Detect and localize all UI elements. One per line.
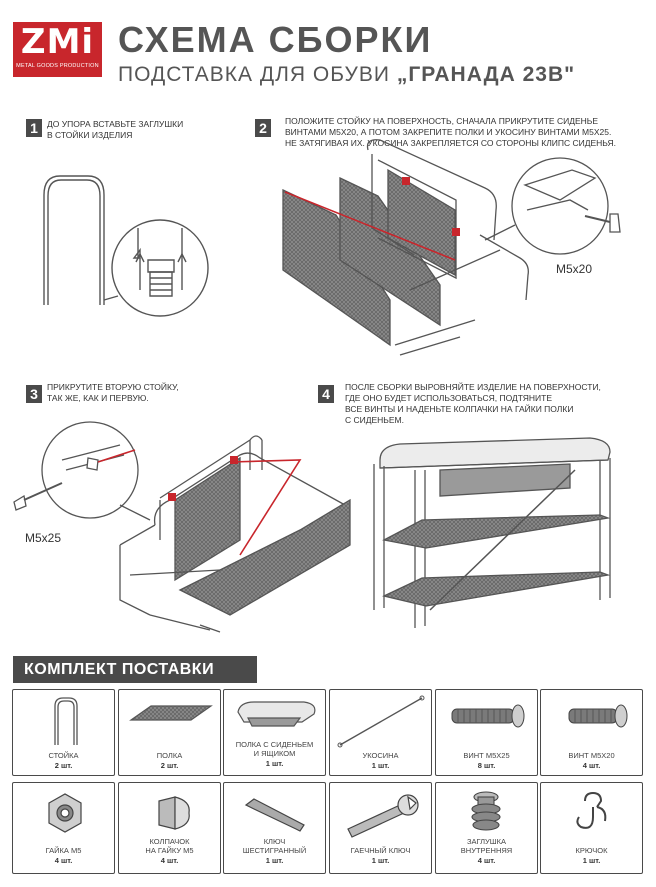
kit-item-label: ГАЙКА М5 <box>45 846 82 855</box>
seat-shelf-icon <box>237 701 316 727</box>
kit-item-label: ПОЛКА <box>156 751 183 760</box>
subtitle-product: „ГРАНАДА 23В" <box>396 63 576 86</box>
kit-item-label: УКОСИНА <box>362 751 399 760</box>
kit-item-label: ВИНТ М5х25 <box>463 751 510 760</box>
brand-logo: ZMi METAL GOODS PRODUCTION <box>13 22 102 77</box>
kit-item-wrench: ГАЕЧНЫЙ КЛЮЧ 1 шт. <box>329 782 432 874</box>
kit-item-label: КЛЮЧ <box>263 837 286 846</box>
kit-item-qty: 4 шт. <box>54 856 73 865</box>
step-1-text: ДО УПОРА ВСТАВЬТЕ ЗАГЛУШКИ В СТОЙКИ ИЗДЕ… <box>47 119 183 141</box>
kit-item-label: ВИНТ М5х20 <box>568 751 615 760</box>
step-2-line: ВИНТАМИ М5х20, А ПОТОМ ЗАКРЕПИТЕ ПОЛКИ И… <box>285 127 612 137</box>
kit-item-qty: 1 шт. <box>265 856 284 865</box>
kit-item-qty: 2 шт. <box>160 761 179 770</box>
kit-item-label: СТОЙКА <box>48 751 79 760</box>
kit-item-label: ПОЛКА С СИДЕНЬЕМ <box>235 740 314 749</box>
kit-item-qty: 1 шт. <box>371 856 390 865</box>
brace-icon <box>337 695 425 748</box>
nut-icon <box>48 793 82 833</box>
step-2-number: 2 <box>255 119 271 137</box>
kit-item-hook: КРЮЧОК 1 шт. <box>540 782 643 874</box>
hex-key-icon <box>244 798 305 832</box>
cap-icon <box>158 796 190 830</box>
step-1-line: ДО УПОРА ВСТАВЬТЕ ЗАГЛУШКИ <box>47 119 184 129</box>
step-2-text: ПОЛОЖИТЕ СТОЙКУ НА ПОВЕРХНОСТЬ, СНАЧАЛА … <box>285 116 616 149</box>
kit-item-shelf: ПОЛКА 2 шт. <box>118 689 221 776</box>
kit-item-brace: УКОСИНА 1 шт. <box>329 689 432 776</box>
step-3-text: ПРИКРУТИТЕ ВТОРУЮ СТОЙКУ, ТАК ЖЕ, КАК И … <box>47 382 179 404</box>
kit-item-seat-shelf: ПОЛКА С СИДЕНЬЕМ И ЯЩИКОМ 1 шт. <box>223 689 326 776</box>
kit-item-qty: 4 шт. <box>477 856 496 865</box>
logo-tagline: METAL GOODS PRODUCTION <box>16 63 99 69</box>
kit-item-plug: ЗАГЛУШКА ВНУТРЕННЯЯ 4 шт. <box>435 782 538 874</box>
subtitle-prefix: ПОДСТАВКА ДЛЯ ОБУВИ <box>118 63 390 86</box>
kit-item-label: ГАЕЧНЫЙ КЛЮЧ <box>350 846 411 855</box>
step-3-line: ПРИКРУТИТЕ ВТОРУЮ СТОЙКУ, <box>47 382 179 392</box>
logo-brand: ZMi <box>20 22 95 62</box>
step-4-number: 4 <box>318 385 334 403</box>
kit-item-hex-key: КЛЮЧ ШЕСТИГРАННЫЙ 1 шт. <box>223 782 326 874</box>
hook-icon <box>576 791 607 829</box>
screw-long-icon <box>451 704 525 728</box>
kit-item-label: ШЕСТИГРАННЫЙ <box>242 846 307 855</box>
step-2-line: ПОЛОЖИТЕ СТОЙКУ НА ПОВЕРХНОСТЬ, СНАЧАЛА … <box>285 116 599 126</box>
kit-item-cap: КОЛПАЧОК НА ГАЙКУ М5 4 шт. <box>118 782 221 874</box>
kit-title: КОМПЛЕКТ ПОСТАВКИ <box>13 656 257 683</box>
wrench-icon <box>347 794 419 838</box>
kit-item-qty: 8 шт. <box>477 761 496 770</box>
kit-item-label: КРЮЧОК <box>575 846 608 855</box>
kit-item-qty: 4 шт. <box>582 761 601 770</box>
kit-item-nut: ГАЙКА М5 4 шт. <box>12 782 115 874</box>
kit-item-label: И ЯЩИКОМ <box>253 749 296 758</box>
step-3-number: 3 <box>26 385 42 403</box>
step-3-line: ТАК ЖЕ, КАК И ПЕРВУЮ. <box>47 393 149 403</box>
kit-item-qty: 2 шт. <box>54 761 73 770</box>
kit-item-qty: 1 шт. <box>582 856 601 865</box>
step-1-line: В СТОЙКИ ИЗДЕЛИЯ <box>47 130 133 140</box>
step-2-line: НЕ ЗАТЯГИВАЯ ИХ. УКОСИНА ЗАКРЕПЛЯЕТСЯ СО… <box>285 138 617 148</box>
screw-short-icon <box>568 704 628 728</box>
kit-item-qty: 1 шт. <box>265 759 284 768</box>
kit-item-screw-short: ВИНТ М5х20 4 шт. <box>540 689 643 776</box>
kit-item-qty: 1 шт. <box>371 761 390 770</box>
step-4-line: С СИДЕНЬЕМ. <box>345 415 405 425</box>
page-title: СХЕМА СБОРКИ <box>118 19 433 60</box>
step-2-screw-label: M5x20 <box>556 262 593 276</box>
kit-item-label: НА ГАЙКУ М5 <box>145 846 194 855</box>
kit-item-screw-long: ВИНТ М5х25 8 шт. <box>435 689 538 776</box>
post-icon <box>54 697 78 745</box>
page-subtitle: ПОДСТАВКА ДЛЯ ОБУВИ „ГРАНАДА 23В" <box>118 62 575 88</box>
kit-item-label: КОЛПАЧОК <box>149 837 190 846</box>
kit-item-qty: 4 шт. <box>160 856 179 865</box>
kit-item-label: ВНУТРЕННЯЯ <box>460 846 513 855</box>
step-4-line: ВСЕ ВИНТЫ И НАДЕНЬТЕ КОЛПАЧКИ НА ГАЙКИ П… <box>345 404 574 414</box>
plug-icon <box>471 791 501 831</box>
kit-item-label: ЗАГЛУШКА <box>466 837 507 846</box>
step-1-number: 1 <box>26 119 42 137</box>
step-4-line: ГДЕ ОНО БУДЕТ ИСПОЛЬЗОВАТЬСЯ, ПОДТЯНИТЕ <box>345 393 553 403</box>
step-4-line: ПОСЛЕ СБОРКИ ВЫРОВНЯЙТЕ ИЗДЕЛИЕ НА ПОВЕР… <box>345 382 601 392</box>
step-3-screw-label: M5x25 <box>25 531 62 545</box>
kit-item-post: СТОЙКА 2 шт. <box>12 689 115 776</box>
shelf-icon <box>129 705 213 721</box>
step-4-text: ПОСЛЕ СБОРКИ ВЫРОВНЯЙТЕ ИЗДЕЛИЕ НА ПОВЕР… <box>345 382 601 426</box>
